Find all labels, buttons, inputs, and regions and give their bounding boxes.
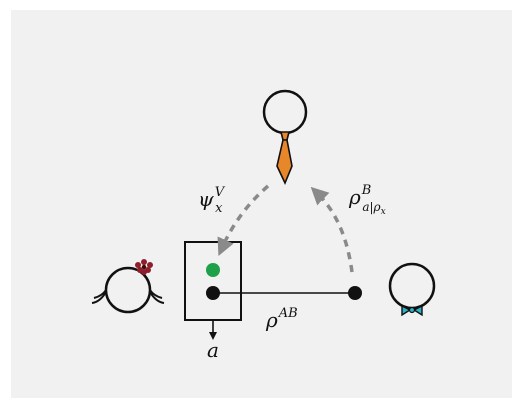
bow-tie-knot <box>408 306 416 314</box>
diagram-panel <box>11 10 512 398</box>
person-with-bow-tie-icon <box>388 262 436 317</box>
psi-sup: V <box>215 185 226 200</box>
psi-base: ψ <box>198 187 214 211</box>
rho-b-base: ρ <box>348 185 361 209</box>
dashed-arrow-right <box>310 186 354 273</box>
right-black-dot <box>348 286 362 300</box>
person-with-hair-flower-icon <box>91 259 165 314</box>
dashed-arrow-left <box>217 184 270 256</box>
measurement-box <box>184 241 242 321</box>
rho-ab-label: ρAB <box>265 306 298 332</box>
necktie-knot <box>279 131 291 141</box>
psi-sub: x <box>215 201 223 216</box>
necktie-blade <box>276 139 293 185</box>
rho-ab-base: ρ <box>265 308 278 332</box>
rho-b-sub: a|ρ <box>362 200 380 214</box>
hair-right-strand <box>149 289 165 304</box>
right-person-head <box>388 262 436 310</box>
rho-b-subsub: x <box>381 207 386 217</box>
top-person-head <box>262 89 308 135</box>
green-dot <box>206 263 220 277</box>
rho-b-sup: B <box>361 183 372 198</box>
person-with-necktie-icon <box>262 89 308 185</box>
rho-ab-sup: AB <box>278 306 298 321</box>
hair-flower-icon <box>135 259 153 275</box>
hair-left-strand <box>91 289 107 304</box>
output-label: a <box>207 338 219 362</box>
bow-tie <box>401 304 423 317</box>
